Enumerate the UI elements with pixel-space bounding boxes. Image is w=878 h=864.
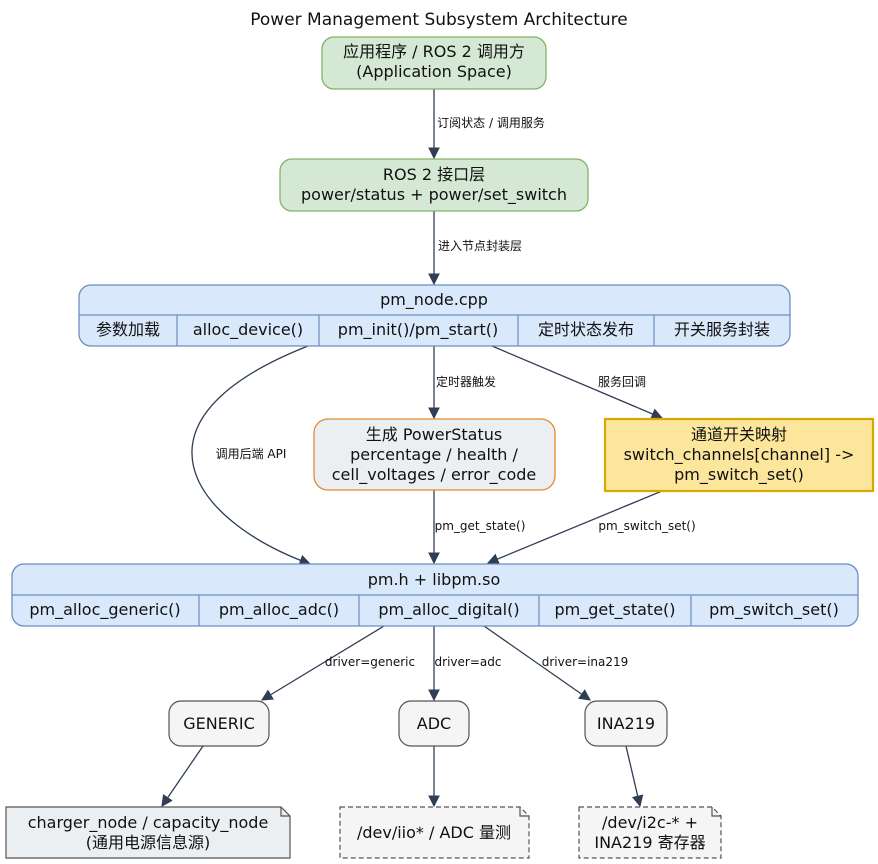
switchmap-line3: pm_switch_set() (674, 465, 804, 485)
driver-generic-label: GENERIC (183, 714, 255, 733)
edge-label-libpm-generic: driver=generic (325, 655, 415, 669)
note-charger-capacity: charger_node / capacity_node (通用电源信息源) (5, 806, 291, 859)
node-application-line2: (Application Space) (356, 62, 512, 81)
node-driver-adc: ADC (398, 700, 470, 747)
powerstatus-line3: cell_voltages / error_code (332, 465, 537, 485)
pm-node-cell-switch: 开关服务封装 (674, 320, 770, 339)
node-switch-mapping: 通道开关映射 switch_channels[channel] -> pm_sw… (603, 417, 875, 493)
node-ros2-line1: ROS 2 接口层 (383, 165, 485, 184)
node-application: 应用程序 / ROS 2 调用方 (Application Space) (321, 36, 547, 90)
note-iio: /dev/iio* / ADC 量测 (339, 806, 530, 859)
pm-node-cell-publish: 定时状态发布 (538, 320, 634, 339)
node-ros2-line2: power/status + power/set_switch (301, 185, 567, 205)
edge-libpm-ina219 (483, 625, 591, 701)
edge-generic-charger (161, 745, 204, 807)
edge-label-switch-libpm: pm_switch_set() (598, 519, 695, 533)
pm-node-title: pm_node.cpp (380, 290, 488, 310)
edge-label-ros2-pmnode: 进入节点封装层 (438, 239, 522, 253)
switchmap-line1: 通道开关映射 (691, 425, 787, 444)
edge-labels: 订阅状态 / 调用服务 进入节点封装层 定时器触发 服务回调 调用后端 API … (216, 115, 696, 669)
edge-label-app-ros2: 订阅状态 / 调用服务 (437, 115, 545, 130)
edge-label-libpm-ina219: driver=ina219 (542, 655, 629, 669)
node-ros2-interface: ROS 2 接口层 power/status + power/set_switc… (279, 158, 589, 212)
node-driver-ina219: INA219 (584, 700, 668, 747)
libpm-cell-get-state: pm_get_state() (554, 600, 675, 620)
driver-ina219-label: INA219 (597, 714, 655, 733)
switchmap-line2: switch_channels[channel] -> (624, 445, 855, 465)
edge-ina219-i2c (625, 745, 644, 808)
pm-node-cell-params: 参数加载 (96, 320, 160, 339)
node-pm-node: pm_node.cpp 参数加载 alloc_device() pm_init(… (78, 284, 791, 347)
edge-label-status-libpm: pm_get_state() (435, 519, 526, 533)
edge-libpm-generic (260, 625, 385, 701)
pm-node-cell-init: pm_init()/pm_start() (338, 320, 498, 340)
edge-label-pmnode-switch: 服务回调 (598, 374, 646, 389)
libpm-title: pm.h + libpm.so (368, 570, 501, 589)
note-i2c: /dev/i2c-* + INA219 寄存器 (578, 806, 722, 859)
note-i2c-line2: INA219 寄存器 (594, 833, 705, 852)
note-charger-line2: (通用电源信息源) (86, 833, 211, 852)
edge-label-pmnode-libpm: 调用后端 API (216, 447, 287, 461)
powerstatus-line2: percentage / health / (350, 445, 518, 464)
edges (161, 89, 664, 808)
edge-pmnode-libpm (191, 345, 312, 566)
note-i2c-line1: /dev/i2c-* + (602, 813, 698, 832)
edge-pmnode-switch (491, 345, 664, 420)
edge-label-libpm-adc: driver=adc (435, 655, 502, 669)
node-driver-generic: GENERIC (168, 700, 270, 747)
note-iio-label: /dev/iio* / ADC 量测 (357, 823, 511, 842)
powerstatus-line1: 生成 PowerStatus (366, 425, 502, 444)
node-application-line1: 应用程序 / ROS 2 调用方 (343, 42, 525, 61)
edge-switch-libpm (486, 490, 663, 565)
node-libpm: pm.h + libpm.so pm_alloc_generic() pm_al… (11, 563, 859, 627)
node-powerstatus: 生成 PowerStatus percentage / health / cel… (313, 418, 556, 491)
libpm-cell-adc: pm_alloc_adc() (219, 600, 339, 620)
libpm-cell-switch-set: pm_switch_set() (709, 600, 839, 620)
note-charger-line1: charger_node / capacity_node (28, 813, 269, 833)
diagram-title: Power Management Subsystem Architecture (250, 10, 628, 30)
libpm-cell-generic: pm_alloc_generic() (29, 600, 180, 620)
libpm-cell-digital: pm_alloc_digital() (378, 600, 519, 620)
driver-adc-label: ADC (417, 714, 451, 733)
pm-node-cell-alloc: alloc_device() (193, 320, 303, 340)
edge-label-pmnode-status: 定时器触发 (436, 374, 496, 389)
